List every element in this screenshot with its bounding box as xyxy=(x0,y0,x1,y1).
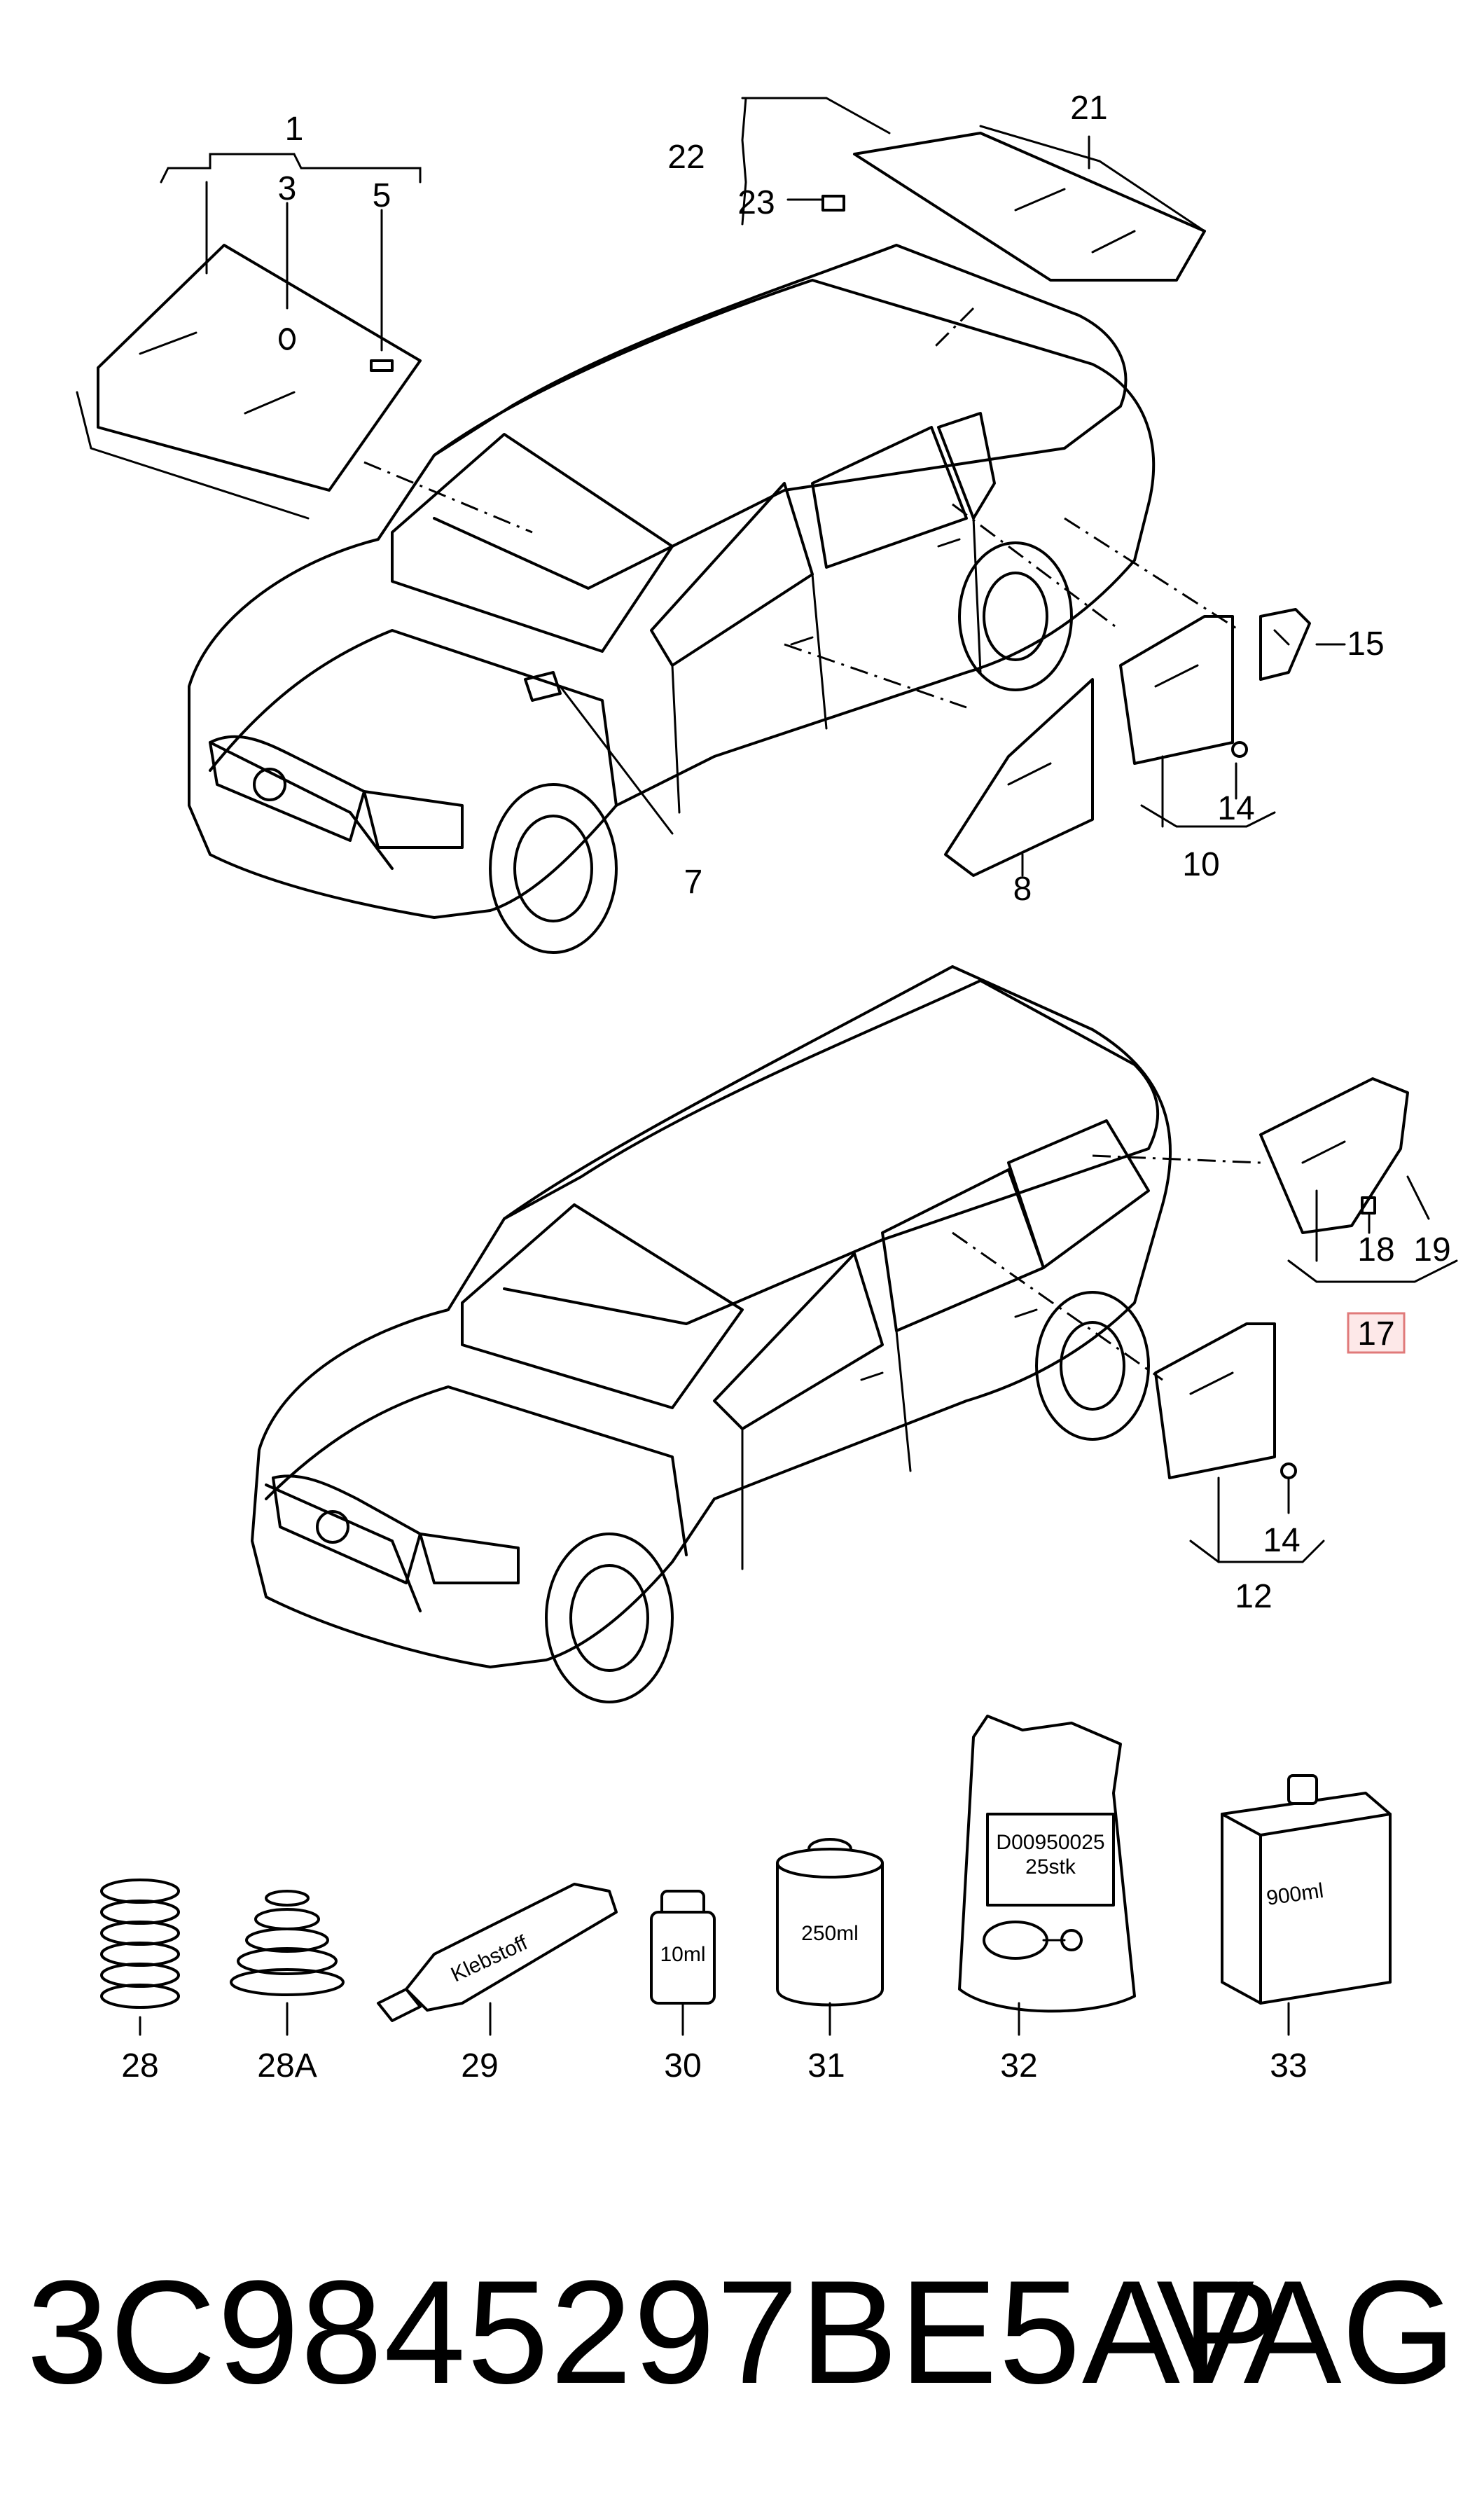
callout-15: 15 xyxy=(1347,625,1384,663)
callout-8: 8 xyxy=(1013,871,1032,908)
brand-name: VAG xyxy=(1156,2250,1456,2414)
door-glass-rear xyxy=(1119,615,1248,765)
rear-window-part xyxy=(821,125,1206,282)
windshield-part xyxy=(76,244,422,520)
wagon-illustration xyxy=(251,965,1172,1703)
callout-21: 21 xyxy=(1070,90,1107,127)
callout-28a: 28A xyxy=(257,2047,317,2084)
callout-29: 29 xyxy=(461,2047,498,2084)
side-glass-wagon xyxy=(1259,1077,1409,1234)
callout-14-top: 14 xyxy=(1217,790,1254,827)
callout-17-highlight xyxy=(1347,1312,1406,1354)
callout-32: 32 xyxy=(1000,2047,1037,2084)
callout-17: 17 xyxy=(1357,1315,1394,1353)
bag-code: D00950025 xyxy=(996,1831,1104,1854)
bag-32: D00950025 25stk xyxy=(958,1715,1136,2036)
spring-28a xyxy=(230,1890,345,2036)
callout-10: 10 xyxy=(1182,846,1219,883)
callout-18: 18 xyxy=(1357,1231,1394,1268)
callout-3: 3 xyxy=(278,170,297,207)
callout-5: 5 xyxy=(373,177,391,214)
callout-14-bottom: 14 xyxy=(1263,1522,1300,1559)
callout-28: 28 xyxy=(121,2047,158,2084)
callout-31: 31 xyxy=(807,2047,845,2084)
sedan-illustration xyxy=(188,244,1156,954)
bag-qty: 25stk xyxy=(1025,1855,1076,1879)
door-glass-front xyxy=(944,678,1094,877)
adhesive-tube-29: Klebstoff xyxy=(377,1883,618,2036)
callout-12: 12 xyxy=(1235,1578,1272,1615)
part-number: 3C9845297BE5AP xyxy=(27,2250,1282,2414)
callout-1: 1 xyxy=(285,111,304,148)
spring-28 xyxy=(100,1879,180,2036)
callout-23: 23 xyxy=(737,184,775,221)
callout-22: 22 xyxy=(667,139,705,176)
quarter-glass xyxy=(1259,608,1311,681)
door-glass-rear-wagon xyxy=(1154,1322,1297,1479)
callout-33: 33 xyxy=(1270,2047,1307,2084)
callout-30: 30 xyxy=(664,2047,701,2084)
bottle-30: 10ml xyxy=(650,1890,716,2036)
bottle-label: 10ml xyxy=(660,1943,705,1966)
callout-19: 19 xyxy=(1413,1231,1450,1268)
can-label: 250ml xyxy=(801,1922,859,1945)
callout-7: 7 xyxy=(684,864,703,901)
can-31: 250ml xyxy=(776,1838,884,2036)
canister-33: 900ml xyxy=(1221,1774,1392,2036)
